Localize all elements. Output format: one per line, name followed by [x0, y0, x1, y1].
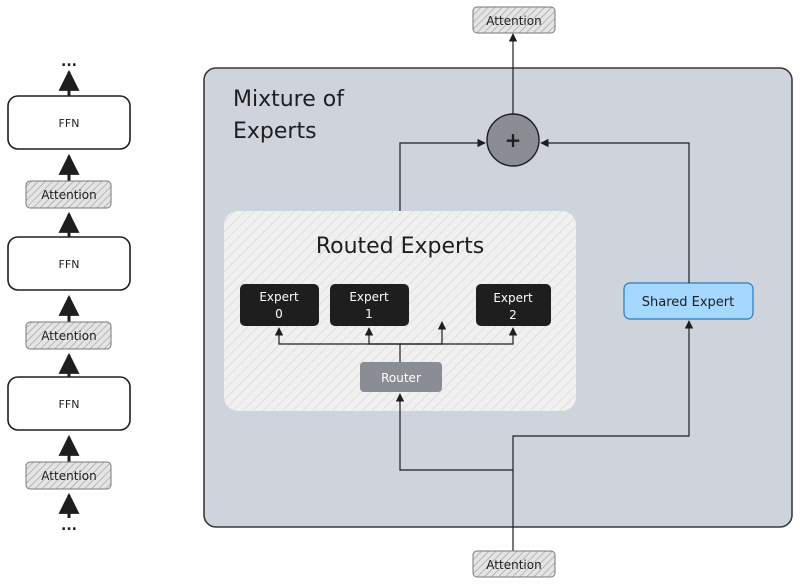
ffn-label-middle: FFN	[59, 258, 80, 271]
ffn-block-top	[7, 95, 131, 150]
ffn-block-bottom	[7, 376, 131, 431]
expert-1-index: 1	[365, 307, 373, 321]
attention-label-top: Attention	[41, 188, 96, 202]
expert-2-index: 2	[509, 308, 517, 322]
attention-block-middle	[25, 321, 112, 350]
routed-experts-title: Routed Experts	[316, 234, 484, 259]
attention-output-box	[472, 6, 556, 34]
router-connections	[274, 321, 518, 362]
ffn-block-middle	[7, 236, 131, 291]
router-label: Router	[381, 371, 421, 385]
input-to-router-line	[395, 393, 514, 551]
shared-expert-label: Shared Expert	[642, 295, 735, 310]
expert-1-label: Expert	[349, 290, 389, 304]
top-ellipsis: ...	[61, 54, 77, 70]
ffn-label-top: FFN	[59, 117, 80, 130]
attention-label-middle: Attention	[41, 329, 96, 343]
attention-input-label: Attention	[486, 558, 541, 572]
expert-2-box	[476, 284, 551, 326]
moe-title-line2: Experts	[233, 119, 317, 144]
router-to-expert1-line	[364, 327, 400, 345]
attention-output-label: Attention	[486, 14, 541, 28]
moe-title-line1: Mixture of	[233, 87, 345, 112]
attention-label-bottom: Attention	[41, 469, 96, 483]
attention-input-box	[472, 550, 556, 578]
expert-0-label: Expert	[259, 290, 299, 304]
sum-symbol: +	[505, 128, 522, 152]
expert-1-box	[330, 284, 409, 326]
router-to-expert2-line	[400, 327, 518, 345]
moe-panel: Mixture of Experts Routed Experts Expert…	[203, 33, 793, 551]
shared-expert-to-sum-line	[540, 138, 690, 283]
left-stack: ... FFN Attention FFN Attention FFN Atte…	[7, 54, 131, 534]
expert-0-index: 0	[275, 307, 283, 321]
attention-block-top	[25, 180, 112, 209]
router-to-expert0-line	[274, 327, 401, 362]
moe-flow-lines	[395, 33, 694, 551]
input-to-shared-expert-line	[512, 320, 694, 470]
ffn-label-bottom: FFN	[59, 398, 80, 411]
expert-2-label: Expert	[493, 291, 533, 305]
routed-to-sum-line	[399, 138, 486, 211]
router-box	[360, 362, 442, 392]
expert-0-box	[240, 284, 319, 326]
bottom-ellipsis: ...	[61, 518, 77, 534]
attention-block-bottom	[25, 461, 112, 490]
